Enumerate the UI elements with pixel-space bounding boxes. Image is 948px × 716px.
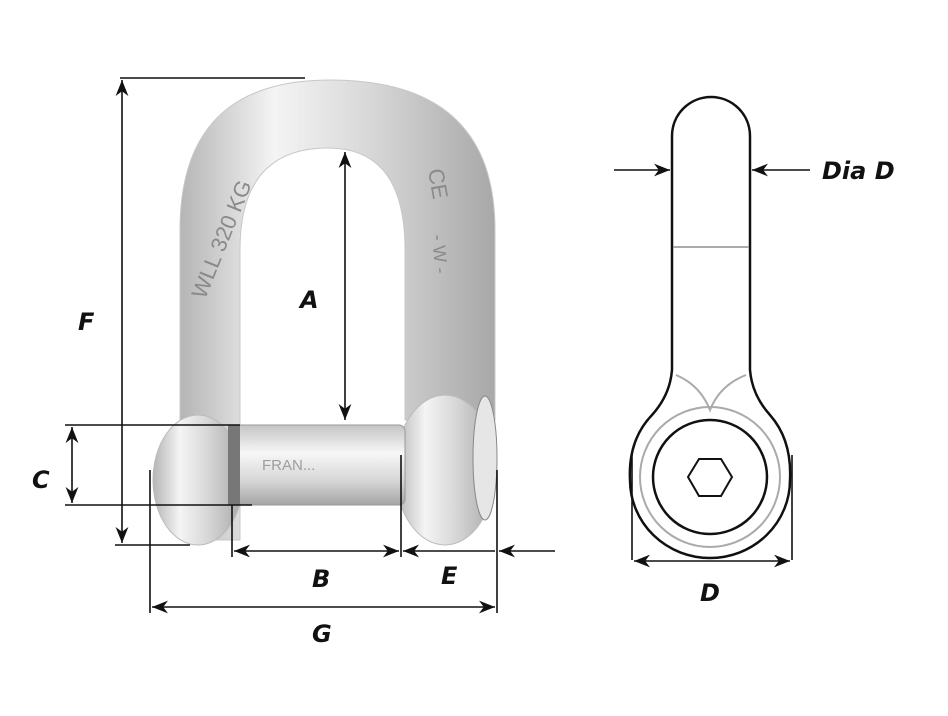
shackle-side-view	[628, 95, 792, 560]
label-dia-d: Dia D	[822, 157, 895, 185]
dimension-b: B	[231, 455, 402, 593]
dimension-a: A	[298, 152, 352, 420]
dimension-e: E	[403, 544, 555, 590]
hex-socket-icon	[686, 458, 734, 497]
ce-engraving: CE	[423, 167, 453, 201]
label-b: B	[312, 565, 330, 593]
label-c: C	[32, 466, 50, 494]
dimension-f: F	[78, 77, 305, 546]
dimension-c: C	[32, 424, 252, 506]
label-a: A	[298, 286, 319, 314]
dimension-d: D	[631, 455, 793, 607]
shackle-pin	[229, 424, 406, 506]
pin-head-circle	[651, 418, 769, 536]
dimension-g: G	[149, 470, 498, 648]
label-f: F	[78, 308, 95, 336]
w-engraving: - W -	[428, 234, 451, 275]
label-d: D	[700, 579, 720, 607]
pin-brand-engraving: FRAN...	[262, 457, 315, 474]
label-g: G	[312, 620, 332, 648]
shackle-front-view: WLL 320 KG CE - W - FRAN...	[152, 79, 498, 546]
pin-head	[472, 395, 498, 521]
label-e: E	[441, 562, 458, 590]
dimension-dia-d: Dia D	[614, 157, 895, 185]
